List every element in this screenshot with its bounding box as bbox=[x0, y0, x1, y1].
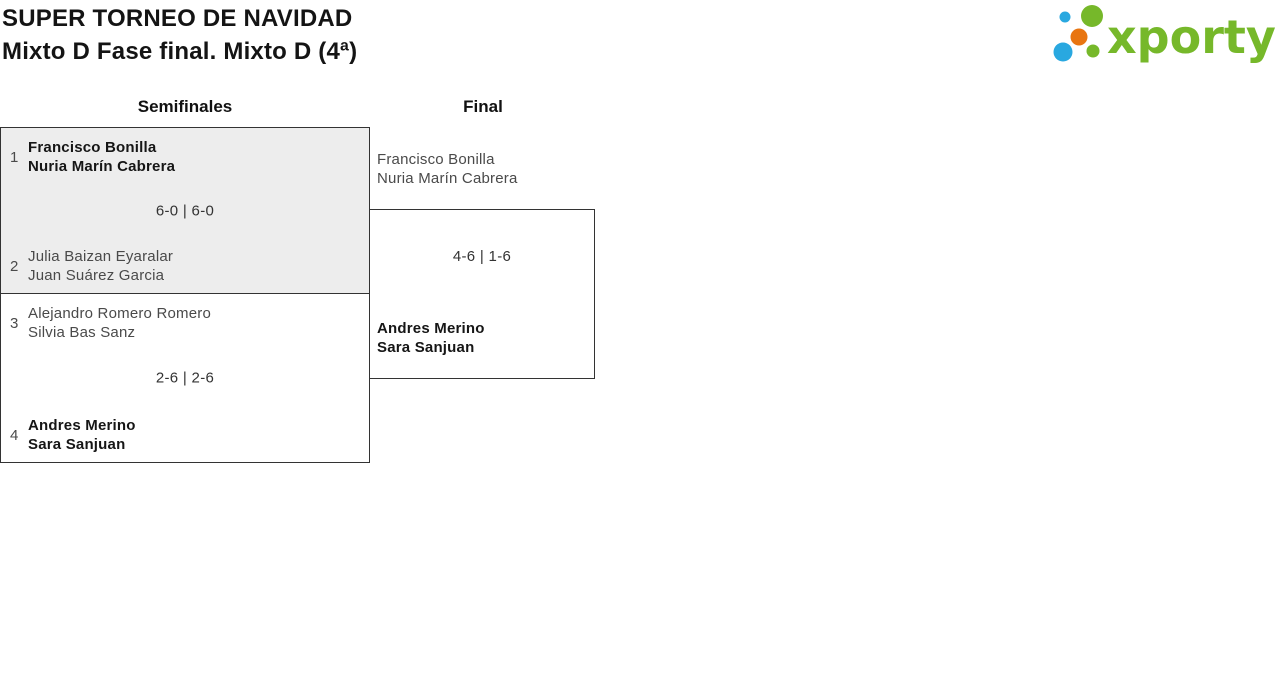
match-final: 4-6 | 1-6 Andres Merino Sara Sanjuan bbox=[369, 209, 595, 379]
page-subtitle: Mixto D Fase final. Mixto D (4ª) bbox=[2, 38, 358, 65]
round-header-semifinales: Semifinales bbox=[137, 97, 233, 116]
logo-dot-blue-small bbox=[1059, 11, 1071, 23]
match-semifinal-1: 1 Francisco Bonilla Nuria Marín Cabrera … bbox=[0, 127, 370, 294]
seed-number: 2 bbox=[10, 257, 19, 275]
logo-dot-orange bbox=[1070, 28, 1088, 46]
xporty-logo[interactable]: xporty bbox=[1050, 0, 1280, 70]
player-name: Sara Sanjuan bbox=[28, 436, 126, 453]
player-name: Silvia Bas Sanz bbox=[28, 324, 136, 341]
logo-dot-green-small bbox=[1086, 44, 1100, 58]
final-team-1: Francisco Bonilla Nuria Marín Cabrera bbox=[377, 150, 518, 188]
match-score: 2-6 | 2-6 bbox=[155, 369, 215, 387]
logo-dot-green-large bbox=[1081, 5, 1103, 27]
player-name: Francisco Bonilla bbox=[377, 151, 495, 168]
final-team-2: Andres Merino Sara Sanjuan bbox=[377, 319, 485, 357]
player-name: Nuria Marín Cabrera bbox=[28, 158, 176, 175]
player-name: Julia Baizan Eyaralar bbox=[28, 248, 174, 265]
seed-number: 3 bbox=[10, 314, 19, 332]
team-row: 2 Julia Baizan Eyaralar Juan Suárez Garc… bbox=[10, 247, 361, 285]
player-name: Andres Merino bbox=[28, 417, 136, 434]
player-name: Juan Suárez Garcia bbox=[28, 267, 165, 284]
team-players: Andres Merino Sara Sanjuan bbox=[28, 416, 136, 454]
page-title: SUPER TORNEO DE NAVIDAD bbox=[2, 5, 353, 32]
match-semifinal-2: 3 Alejandro Romero Romero Silvia Bas San… bbox=[0, 293, 370, 463]
xporty-wordmark: xporty bbox=[1107, 10, 1276, 64]
seed-number: 4 bbox=[10, 426, 19, 444]
player-name: Alejandro Romero Romero bbox=[28, 305, 212, 322]
player-name: Sara Sanjuan bbox=[377, 339, 475, 356]
team-row: 3 Alejandro Romero Romero Silvia Bas San… bbox=[10, 304, 361, 342]
team-players: Alejandro Romero Romero Silvia Bas Sanz bbox=[28, 304, 211, 342]
team-row: 4 Andres Merino Sara Sanjuan bbox=[10, 416, 361, 454]
match-score: 4-6 | 1-6 bbox=[452, 248, 512, 265]
header: SUPER TORNEO DE NAVIDAD Mixto D Fase fin… bbox=[2, 2, 357, 68]
player-name: Andres Merino bbox=[377, 320, 485, 337]
player-name: Nuria Marín Cabrera bbox=[377, 170, 518, 187]
team-row: 1 Francisco Bonilla Nuria Marín Cabrera bbox=[10, 138, 361, 176]
team-players: Francisco Bonilla Nuria Marín Cabrera bbox=[28, 138, 175, 176]
logo-dot-blue-large bbox=[1053, 42, 1073, 62]
xporty-logo-icon: xporty bbox=[1053, 5, 1276, 64]
team-players: Julia Baizan Eyaralar Juan Suárez Garcia bbox=[28, 247, 173, 285]
match-score: 6-0 | 6-0 bbox=[155, 202, 215, 219]
player-name: Francisco Bonilla bbox=[28, 139, 157, 156]
seed-number: 1 bbox=[10, 148, 19, 166]
round-header-final: Final bbox=[463, 97, 503, 116]
